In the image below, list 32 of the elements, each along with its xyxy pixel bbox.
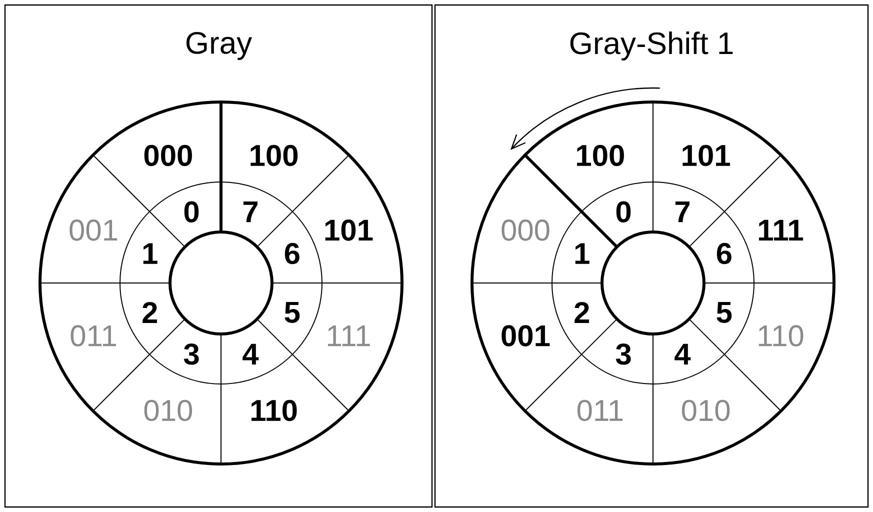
sector-number: 0 [184, 201, 199, 222]
sector-number: 3 [184, 344, 199, 365]
sector-number: 5 [284, 302, 300, 323]
sector-number: 1 [575, 243, 590, 264]
sector-number: 5 [716, 302, 732, 323]
code-label: 111 [759, 220, 804, 240]
sector-number: 2 [574, 302, 589, 323]
sector-number: 7 [675, 202, 690, 222]
code-label: 101 [682, 144, 730, 166]
code-label: 011 [70, 325, 116, 346]
sector-number: 3 [616, 344, 631, 365]
code-label: 011 [577, 400, 623, 422]
code-label: 000 [502, 220, 550, 241]
sector-number: 4 [674, 344, 691, 364]
code-label: 000 [144, 144, 192, 166]
code-label: 010 [144, 400, 192, 422]
sector-number: 1 [143, 243, 158, 264]
sector-number: 0 [616, 201, 631, 222]
code-label: 010 [682, 400, 730, 422]
code-label: 001 [70, 220, 118, 241]
sector-number: 6 [716, 242, 732, 264]
code-label: 110 [758, 325, 804, 346]
sector-number: 4 [242, 344, 259, 364]
sector-number: 6 [284, 242, 300, 264]
sector-number: 2 [142, 302, 157, 323]
code-label: 101 [325, 220, 373, 241]
sector-number: 7 [243, 202, 258, 222]
code-label: 110 [252, 400, 297, 422]
code-label: 001 [502, 325, 550, 346]
code-label: 111 [328, 326, 370, 346]
code-label: 100 [577, 144, 624, 166]
code-label: 100 [250, 144, 298, 166]
